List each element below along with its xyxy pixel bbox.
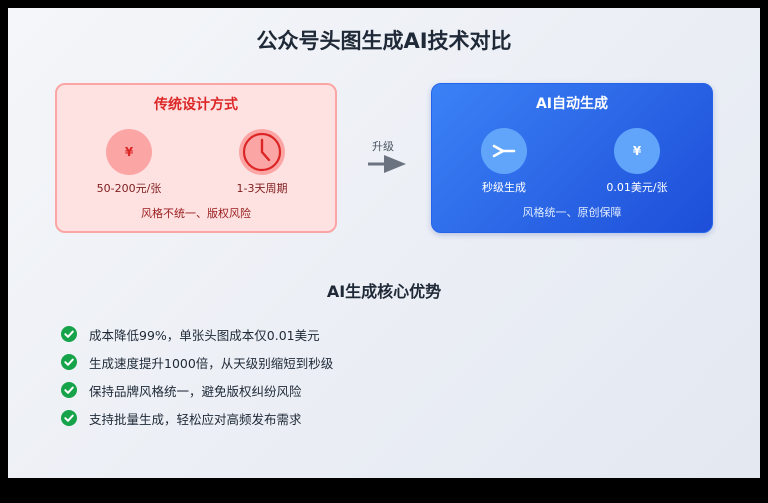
advantage-text: 支持批量生成，轻松应对高频发布需求 bbox=[89, 411, 302, 427]
feature-label: 50-200元/张 bbox=[96, 182, 162, 195]
advantage-text: 保持品牌风格统一，避免版权纠纷风险 bbox=[89, 383, 302, 399]
advantages-list: 成本降低99%，单张头图成本仅0.01美元 生成速度提升1000倍，从天级别缩短… bbox=[61, 320, 333, 432]
arrow-right-icon bbox=[368, 155, 406, 173]
list-item: 保持品牌风格统一，避免版权纠纷风险 bbox=[61, 376, 333, 404]
check-circle-icon bbox=[61, 410, 77, 426]
yen-icon: ¥ bbox=[614, 128, 660, 174]
traditional-feature-cost: ¥ 50-200元/张 bbox=[79, 129, 179, 196]
feature-label: 0.01美元/张 bbox=[606, 181, 668, 194]
traditional-card-note: 风格不统一、版权风险 bbox=[141, 207, 251, 220]
yen-icon: ¥ bbox=[106, 129, 152, 175]
list-item: 支持批量生成，轻松应对高频发布需求 bbox=[61, 404, 333, 432]
list-item: 生成速度提升1000倍，从天级别缩短到秒级 bbox=[61, 348, 333, 376]
upgrade-label: 升级 bbox=[372, 140, 394, 153]
feature-label: 1-3天周期 bbox=[236, 182, 288, 195]
feature-label: 秒级生成 bbox=[482, 181, 526, 194]
traditional-card-title: 传统设计方式 bbox=[154, 97, 238, 113]
ai-feature-cost: ¥ 0.01美元/张 bbox=[587, 128, 687, 195]
ai-feature-speed: 秒级生成 bbox=[454, 128, 554, 195]
check-circle-icon bbox=[61, 354, 77, 370]
advantages-title: AI生成核心优势 bbox=[326, 282, 442, 301]
upgrade-arrow: 升级 bbox=[364, 136, 414, 176]
ai-card: AI自动生成 秒级生成 ¥ 0.01美元/张 风格统一、原创保障 bbox=[431, 83, 713, 233]
ai-card-note: 风格统一、原创保障 bbox=[522, 206, 622, 219]
advantage-text: 成本降低99%，单张头图成本仅0.01美元 bbox=[89, 327, 320, 343]
check-circle-icon bbox=[61, 326, 77, 342]
clock-icon bbox=[239, 129, 285, 175]
check-circle-icon bbox=[61, 382, 77, 398]
list-item: 成本降低99%，单张头图成本仅0.01美元 bbox=[61, 320, 333, 348]
traditional-card: 传统设计方式 ¥ 50-200元/张 1-3天周期 风格不统一、版权风险 bbox=[55, 83, 337, 233]
advantage-text: 生成速度提升1000倍，从天级别缩短到秒级 bbox=[89, 355, 334, 371]
traditional-feature-time: 1-3天周期 bbox=[212, 129, 312, 196]
page-title: 公众号头图生成AI技术对比 bbox=[256, 29, 512, 53]
fast-forward-icon bbox=[481, 128, 527, 174]
ai-card-title: AI自动生成 bbox=[535, 96, 609, 112]
canvas: 公众号头图生成AI技术对比 传统设计方式 ¥ 50-200元/张 1-3天周期 … bbox=[8, 8, 760, 478]
